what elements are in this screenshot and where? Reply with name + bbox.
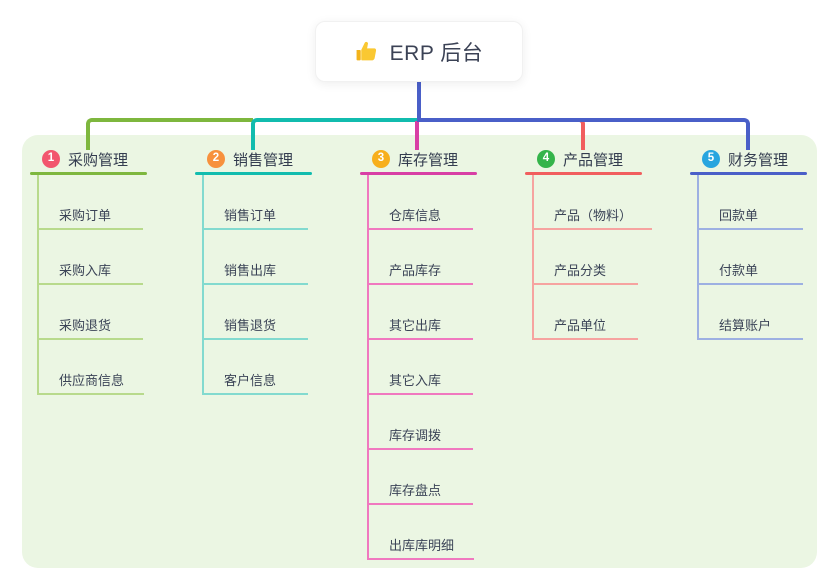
thumbs-up-icon <box>355 39 380 64</box>
connector-branch-1 <box>86 118 253 150</box>
root-title: ERP 后台 <box>389 41 484 65</box>
tree-node-item[interactable]: 销售退货 <box>204 285 308 340</box>
node-label: 销售退货 <box>224 318 277 333</box>
node-label: 仓库信息 <box>389 208 442 223</box>
tree-node-item[interactable]: 结算账户 <box>699 285 803 340</box>
branch-underline <box>195 172 312 175</box>
node-label: 其它出库 <box>389 318 442 333</box>
connector-root-stem <box>417 82 421 122</box>
branch-title: 采购管理 <box>68 151 129 169</box>
branch-number-badge: 1 <box>42 150 60 168</box>
branch-3: 3 库存管理 仓库信息 产品库存 其它出库 其它入库 库存调拨 库存盘点 出库库… <box>360 146 477 560</box>
branch-children: 产品（物料） 产品分类 产品单位 <box>532 175 653 340</box>
connector-branch-3 <box>415 121 419 150</box>
branch-number-badge: 2 <box>207 150 225 168</box>
branch-5: 5 财务管理 回款单 付款单 结算账户 <box>690 146 807 340</box>
branch-underline <box>30 172 147 175</box>
tree-node-item[interactable]: 客户信息 <box>204 340 308 395</box>
root-node[interactable]: ERP 后台 <box>315 21 523 82</box>
node-label: 结算账户 <box>719 318 772 333</box>
node-label: 销售出库 <box>224 263 277 278</box>
tree-node-item[interactable]: 采购订单 <box>39 175 143 230</box>
node-label: 其它入库 <box>389 373 442 388</box>
tree-node-item[interactable]: 其它出库 <box>369 285 473 340</box>
tree-node-item[interactable]: 仓库信息 <box>369 175 473 230</box>
node-label: 供应商信息 <box>59 373 125 388</box>
branch-number-badge: 4 <box>537 150 555 168</box>
node-label: 采购退货 <box>59 318 112 333</box>
connector-branch-5 <box>419 118 750 150</box>
tree-node-item[interactable]: 其它入库 <box>369 340 473 395</box>
branch-header[interactable]: 1 采购管理 <box>30 146 147 172</box>
node-label: 出库库明细 <box>389 538 455 553</box>
branch-number-badge: 5 <box>702 150 720 168</box>
branches-panel <box>22 135 817 568</box>
node-label: 采购订单 <box>59 208 112 223</box>
branch-header[interactable]: 2 销售管理 <box>195 146 312 172</box>
tree-node-item[interactable]: 产品单位 <box>534 285 638 340</box>
node-label: 产品（物料） <box>554 208 633 223</box>
branch-children: 回款单 付款单 结算账户 <box>697 175 803 340</box>
node-label: 产品单位 <box>554 318 607 333</box>
branch-header[interactable]: 3 库存管理 <box>360 146 477 172</box>
branch-2: 2 销售管理 销售订单 销售出库 销售退货 客户信息 <box>195 146 312 395</box>
tree-node-item[interactable]: 产品分类 <box>534 230 638 285</box>
tree-node-item[interactable]: 供应商信息 <box>39 340 145 395</box>
tree-node-item[interactable]: 采购退货 <box>39 285 143 340</box>
tree-node-item[interactable]: 库存盘点 <box>369 450 473 505</box>
tree-node-item[interactable]: 产品库存 <box>369 230 473 285</box>
branch-underline <box>525 172 642 175</box>
tree-node-item[interactable]: 出库库明细 <box>369 505 475 560</box>
tree-node-item[interactable]: 回款单 <box>699 175 803 230</box>
branch-children: 采购订单 采购入库 采购退货 供应商信息 <box>37 175 145 395</box>
branch-underline <box>360 172 477 175</box>
node-label: 库存盘点 <box>389 483 442 498</box>
tree-node-item[interactable]: 产品（物料） <box>534 175 653 230</box>
branch-header[interactable]: 5 财务管理 <box>690 146 807 172</box>
branch-title: 库存管理 <box>398 151 459 169</box>
branch-4: 4 产品管理 产品（物料） 产品分类 产品单位 <box>525 146 653 340</box>
tree-node-item[interactable]: 销售订单 <box>204 175 308 230</box>
node-label: 客户信息 <box>224 373 277 388</box>
node-label: 产品库存 <box>389 263 442 278</box>
node-label: 库存调拨 <box>389 428 442 443</box>
branch-1: 1 采购管理 采购订单 采购入库 采购退货 供应商信息 <box>30 146 147 395</box>
tree-node-item[interactable]: 采购入库 <box>39 230 143 285</box>
node-label: 采购入库 <box>59 263 112 278</box>
tree-node-item[interactable]: 付款单 <box>699 230 803 285</box>
node-label: 回款单 <box>719 208 759 223</box>
node-label: 付款单 <box>719 263 759 278</box>
branch-underline <box>690 172 807 175</box>
connector-branch-2 <box>251 118 419 150</box>
branch-title: 销售管理 <box>233 151 294 169</box>
branch-children: 仓库信息 产品库存 其它出库 其它入库 库存调拨 库存盘点 出库库明细 <box>367 175 475 560</box>
branch-header[interactable]: 4 产品管理 <box>525 146 642 172</box>
branch-title: 财务管理 <box>728 151 789 169</box>
branch-title: 产品管理 <box>563 151 624 169</box>
tree-node-item[interactable]: 库存调拨 <box>369 395 473 450</box>
branch-children: 销售订单 销售出库 销售退货 客户信息 <box>202 175 308 395</box>
node-label: 产品分类 <box>554 263 607 278</box>
tree-node-item[interactable]: 销售出库 <box>204 230 308 285</box>
branch-number-badge: 3 <box>372 150 390 168</box>
node-label: 销售订单 <box>224 208 277 223</box>
